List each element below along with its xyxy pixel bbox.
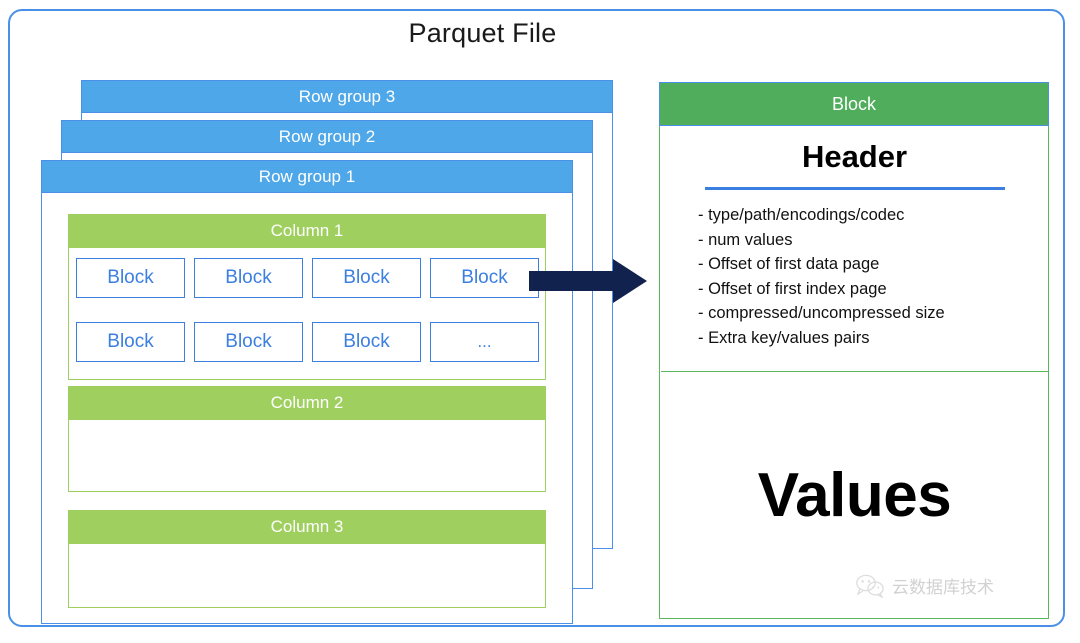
block-detail-panel (659, 82, 1049, 619)
column-header-1: Column 1 (68, 214, 546, 248)
watermark-text: 云数据库技术 (892, 578, 994, 598)
header-bullet-item: - Offset of first data page (698, 255, 880, 273)
block-header-title: Header (801, 139, 908, 174)
right-arrow-icon (529, 259, 647, 303)
block-values-title: Values (757, 461, 952, 530)
block-cell[interactable]: Block (194, 258, 303, 298)
block-panel-header: Block (659, 82, 1049, 126)
outer-frame (8, 9, 1065, 627)
header-bullet-item: - num values (698, 230, 793, 249)
block-header-bullet-list: - type/path/encodings/codec - num values… (698, 203, 1043, 350)
block-cell[interactable]: Block (430, 258, 539, 298)
column-header-3: Column 3 (68, 510, 546, 544)
block-cell[interactable]: Block (312, 322, 421, 362)
header-bullet-item: - Offset of first index page (698, 279, 887, 298)
block-cell[interactable]: Block (76, 322, 185, 362)
header-bullet-item: - Extra key/values pairs (698, 328, 870, 347)
row-group-label-3: Row group 3 (81, 80, 613, 113)
block-cell[interactable]: Block (312, 258, 421, 298)
block-cell[interactable]: Block (76, 258, 185, 298)
block-header-rule (705, 187, 1005, 190)
block-header-section: Header - type/path/encodings/codec - num… (661, 126, 1048, 372)
wechat-icon (856, 574, 884, 598)
page-title: Parquet File (408, 18, 557, 48)
column-header-2: Column 2 (68, 386, 546, 420)
row-group-label-1: Row group 1 (41, 160, 573, 193)
block-cell-grid: Block Block Block Block Block Block Bloc… (76, 258, 539, 368)
block-values-section: Values (661, 373, 1048, 618)
block-cell-ellipsis[interactable]: ... (430, 322, 539, 362)
row-group-label-2: Row group 2 (61, 120, 593, 153)
header-bullet-item: - type/path/encodings/codec (698, 206, 905, 224)
watermark: 云数据库技术 (855, 573, 994, 598)
header-bullet-item: - compressed/uncompressed size (698, 304, 945, 322)
block-cell[interactable]: Block (194, 322, 303, 362)
